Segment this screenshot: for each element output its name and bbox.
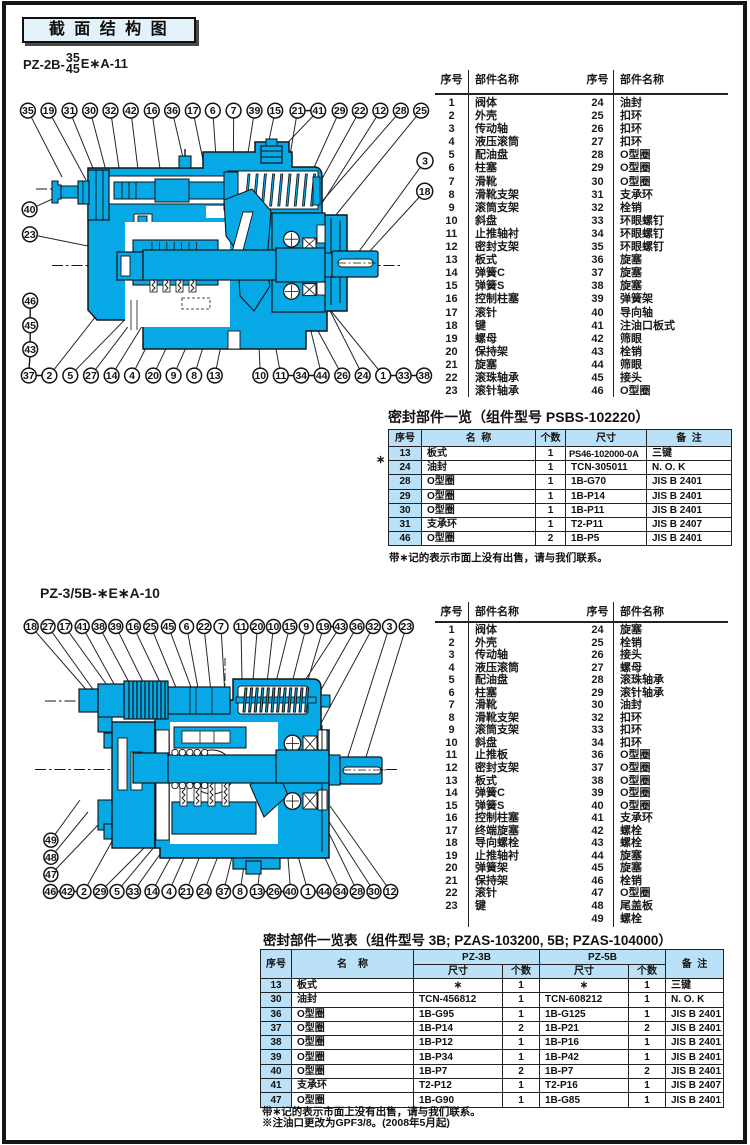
svg-text:12: 12 xyxy=(385,886,397,898)
svg-text:25: 25 xyxy=(415,105,427,117)
svg-text:29: 29 xyxy=(95,886,107,898)
svg-text:34: 34 xyxy=(295,370,307,382)
svg-text:40: 40 xyxy=(285,886,297,898)
svg-text:31: 31 xyxy=(64,105,76,117)
svg-text:18: 18 xyxy=(25,621,37,633)
svg-text:5: 5 xyxy=(114,886,120,898)
svg-text:32: 32 xyxy=(105,105,117,117)
svg-text:19: 19 xyxy=(43,105,55,117)
svg-text:7: 7 xyxy=(231,105,237,117)
svg-text:2: 2 xyxy=(81,886,87,898)
svg-text:5: 5 xyxy=(67,370,73,382)
svg-text:49: 49 xyxy=(45,835,57,847)
svg-text:42: 42 xyxy=(125,105,137,117)
svg-text:37: 37 xyxy=(218,886,230,898)
svg-text:14: 14 xyxy=(106,370,118,382)
svg-text:30: 30 xyxy=(368,886,380,898)
svg-text:4: 4 xyxy=(166,886,172,898)
svg-text:33: 33 xyxy=(128,886,140,898)
svg-text:36: 36 xyxy=(351,621,363,633)
svg-text:13: 13 xyxy=(209,370,221,382)
svg-text:39: 39 xyxy=(249,105,261,117)
svg-text:34: 34 xyxy=(335,886,347,898)
svg-text:17: 17 xyxy=(59,621,71,633)
svg-text:32: 32 xyxy=(367,621,379,633)
svg-text:12: 12 xyxy=(375,105,387,117)
svg-text:22: 22 xyxy=(198,621,210,633)
svg-text:3: 3 xyxy=(422,155,428,167)
svg-text:11: 11 xyxy=(235,621,246,633)
svg-text:6: 6 xyxy=(210,105,216,117)
svg-text:26: 26 xyxy=(336,370,348,382)
svg-text:26: 26 xyxy=(268,886,280,898)
svg-text:23: 23 xyxy=(24,229,36,241)
svg-text:44: 44 xyxy=(316,370,328,382)
svg-text:13: 13 xyxy=(251,886,263,898)
svg-text:38: 38 xyxy=(93,621,105,633)
svg-text:28: 28 xyxy=(351,886,363,898)
svg-text:38: 38 xyxy=(418,370,430,382)
svg-text:7: 7 xyxy=(218,621,224,633)
svg-text:37: 37 xyxy=(23,370,35,382)
svg-text:41: 41 xyxy=(76,621,88,633)
svg-text:1: 1 xyxy=(380,370,386,382)
svg-text:24: 24 xyxy=(357,370,369,382)
svg-text:1: 1 xyxy=(305,886,311,898)
svg-text:6: 6 xyxy=(184,621,190,633)
svg-text:42: 42 xyxy=(61,886,73,898)
svg-text:14: 14 xyxy=(146,886,158,898)
svg-text:43: 43 xyxy=(24,344,36,356)
svg-text:22: 22 xyxy=(354,105,366,117)
svg-text:10: 10 xyxy=(254,370,266,382)
svg-text:46: 46 xyxy=(24,295,36,307)
svg-text:24: 24 xyxy=(198,886,210,898)
svg-text:9: 9 xyxy=(171,370,177,382)
svg-text:21: 21 xyxy=(292,105,304,117)
svg-text:36: 36 xyxy=(166,105,178,117)
svg-text:18: 18 xyxy=(419,186,431,198)
svg-text:35: 35 xyxy=(22,105,34,117)
svg-text:16: 16 xyxy=(146,105,158,117)
svg-text:47: 47 xyxy=(45,869,57,881)
svg-text:9: 9 xyxy=(303,621,309,633)
svg-text:15: 15 xyxy=(269,105,281,117)
svg-text:21: 21 xyxy=(180,886,192,898)
svg-text:40: 40 xyxy=(24,204,36,216)
svg-text:19: 19 xyxy=(318,621,330,633)
svg-text:46: 46 xyxy=(45,886,57,898)
svg-text:45: 45 xyxy=(163,621,175,633)
svg-text:8: 8 xyxy=(237,886,243,898)
svg-text:25: 25 xyxy=(145,621,157,633)
svg-text:2: 2 xyxy=(46,370,52,382)
svg-text:44: 44 xyxy=(318,886,330,898)
svg-text:43: 43 xyxy=(334,621,346,633)
svg-text:29: 29 xyxy=(334,105,346,117)
svg-text:20: 20 xyxy=(252,621,264,633)
svg-text:16: 16 xyxy=(128,621,140,633)
svg-text:23: 23 xyxy=(400,621,412,633)
svg-text:15: 15 xyxy=(284,621,296,633)
svg-text:39: 39 xyxy=(110,621,122,633)
svg-text:48: 48 xyxy=(45,852,57,864)
svg-text:8: 8 xyxy=(191,370,197,382)
svg-text:33: 33 xyxy=(398,370,410,382)
svg-text:10: 10 xyxy=(268,621,280,633)
svg-text:4: 4 xyxy=(129,370,135,382)
svg-text:45: 45 xyxy=(24,320,36,332)
svg-text:27: 27 xyxy=(85,370,97,382)
svg-text:17: 17 xyxy=(187,105,199,117)
svg-text:28: 28 xyxy=(395,105,407,117)
svg-text:20: 20 xyxy=(147,370,159,382)
svg-text:11: 11 xyxy=(275,370,286,382)
svg-text:3: 3 xyxy=(387,621,393,633)
svg-text:41: 41 xyxy=(312,105,324,117)
svg-text:30: 30 xyxy=(84,105,96,117)
svg-text:27: 27 xyxy=(42,621,54,633)
